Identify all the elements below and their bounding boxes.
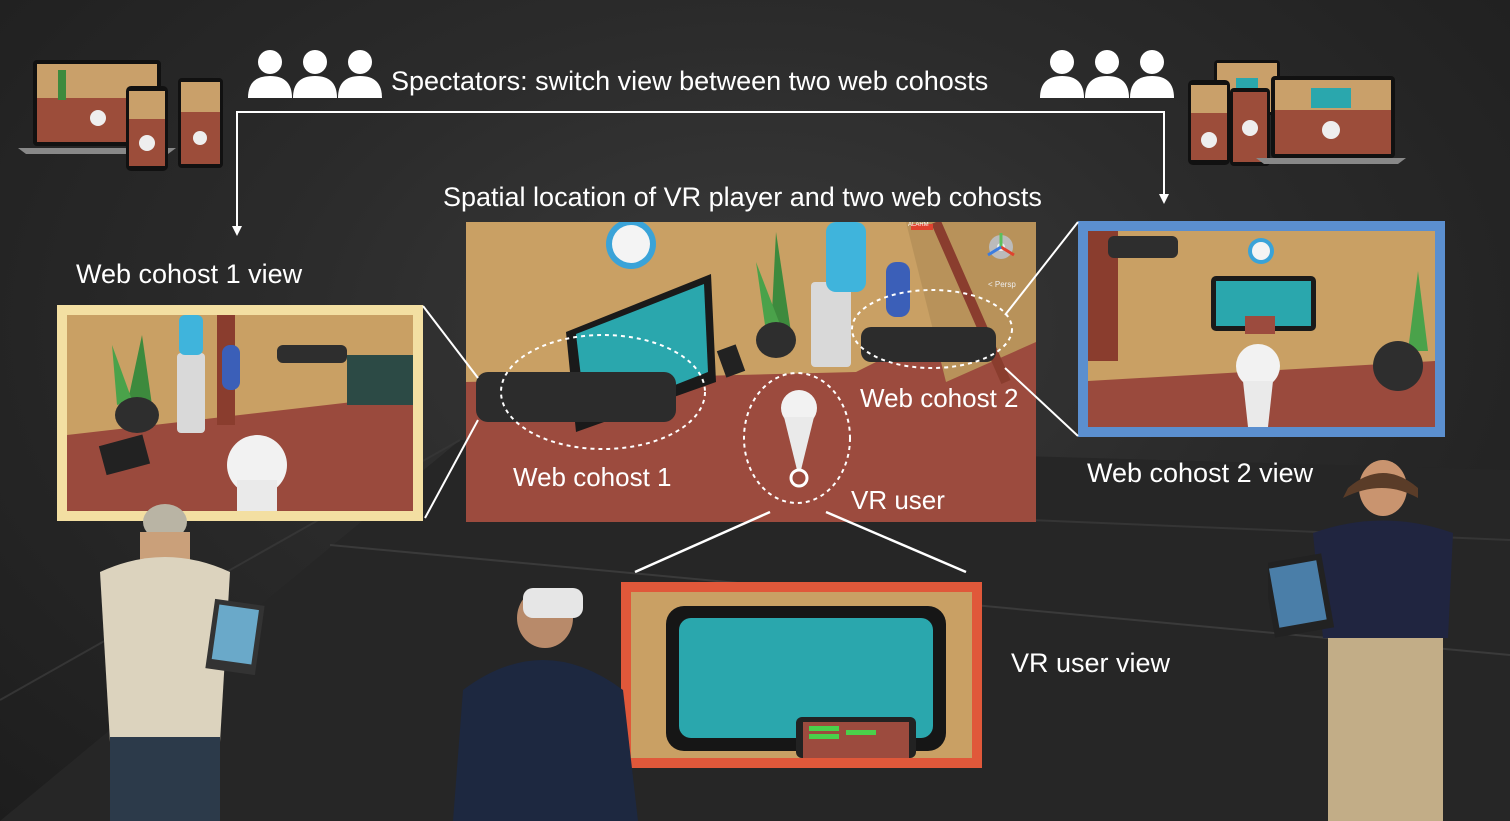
spectators-caption: Spectators: switch view between two web … <box>391 66 989 96</box>
spectators-group-icon-right <box>1040 50 1174 98</box>
vr-user-label: VR user <box>851 485 945 515</box>
cohost2-label: Web cohost 2 <box>860 383 1019 413</box>
center-title: Spatial location of VR player and two we… <box>443 182 1042 212</box>
person-cohost1-figure <box>100 504 265 821</box>
spectators-group-icon-left <box>248 50 382 98</box>
person-cohost2-figure <box>1268 460 1453 821</box>
spectator-devices-left <box>18 58 228 173</box>
spatial-layout-scene: < Persp ALARM <box>466 222 1036 522</box>
spectator-devices-right <box>1186 58 1411 170</box>
vr-user-view-frame <box>621 582 982 768</box>
cohost1-view-frame <box>57 305 423 521</box>
cohost2-view-frame <box>1078 221 1445 437</box>
person-vr-user-figure <box>453 588 638 821</box>
cohost1-view-title: Web cohost 1 view <box>76 259 303 289</box>
cohost1-label: Web cohost 1 <box>513 462 672 492</box>
scene-persp-label: < Persp <box>988 280 1016 289</box>
cohost2-view-title: Web cohost 2 view <box>1087 458 1314 488</box>
vr-user-view-title: VR user view <box>1011 648 1171 678</box>
scene-alarm-sign: ALARM <box>908 222 929 228</box>
